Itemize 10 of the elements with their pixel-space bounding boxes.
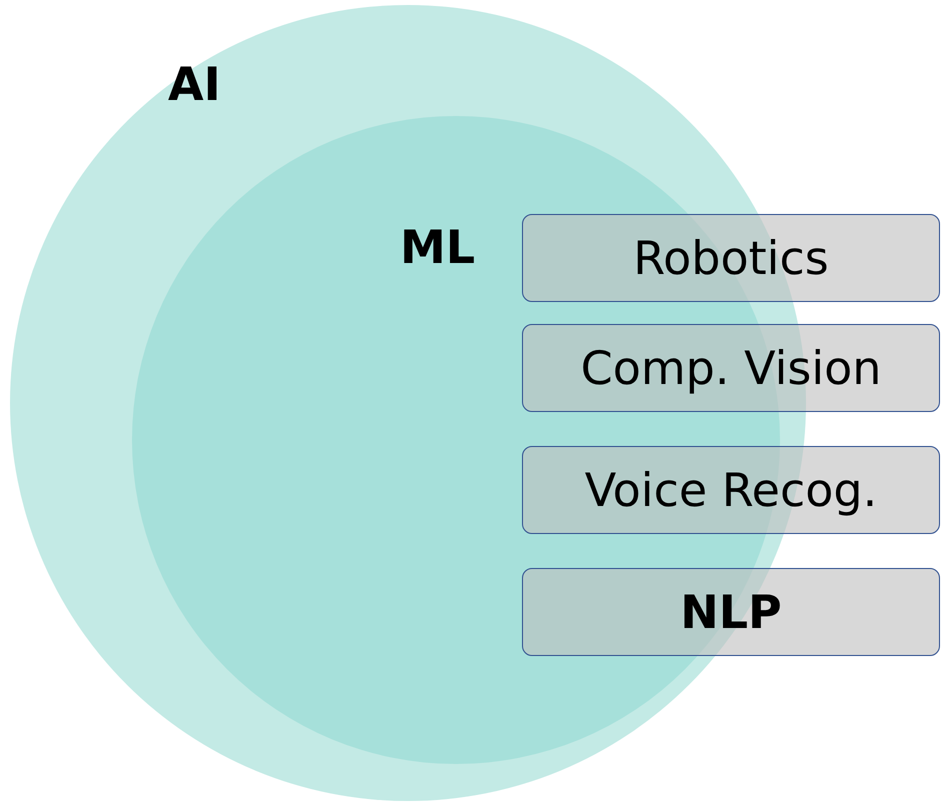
category-box [522, 568, 940, 656]
category-label: NLP [680, 585, 782, 639]
category-label: Robotics [633, 231, 829, 285]
category-box [522, 324, 940, 412]
category-box [522, 214, 940, 302]
circle-label: AI [168, 61, 221, 107]
category-label: Comp. Vision [580, 341, 882, 395]
category-box [522, 446, 940, 534]
circle-label: ML [400, 224, 476, 270]
category-label: Voice Recog. [584, 463, 878, 517]
